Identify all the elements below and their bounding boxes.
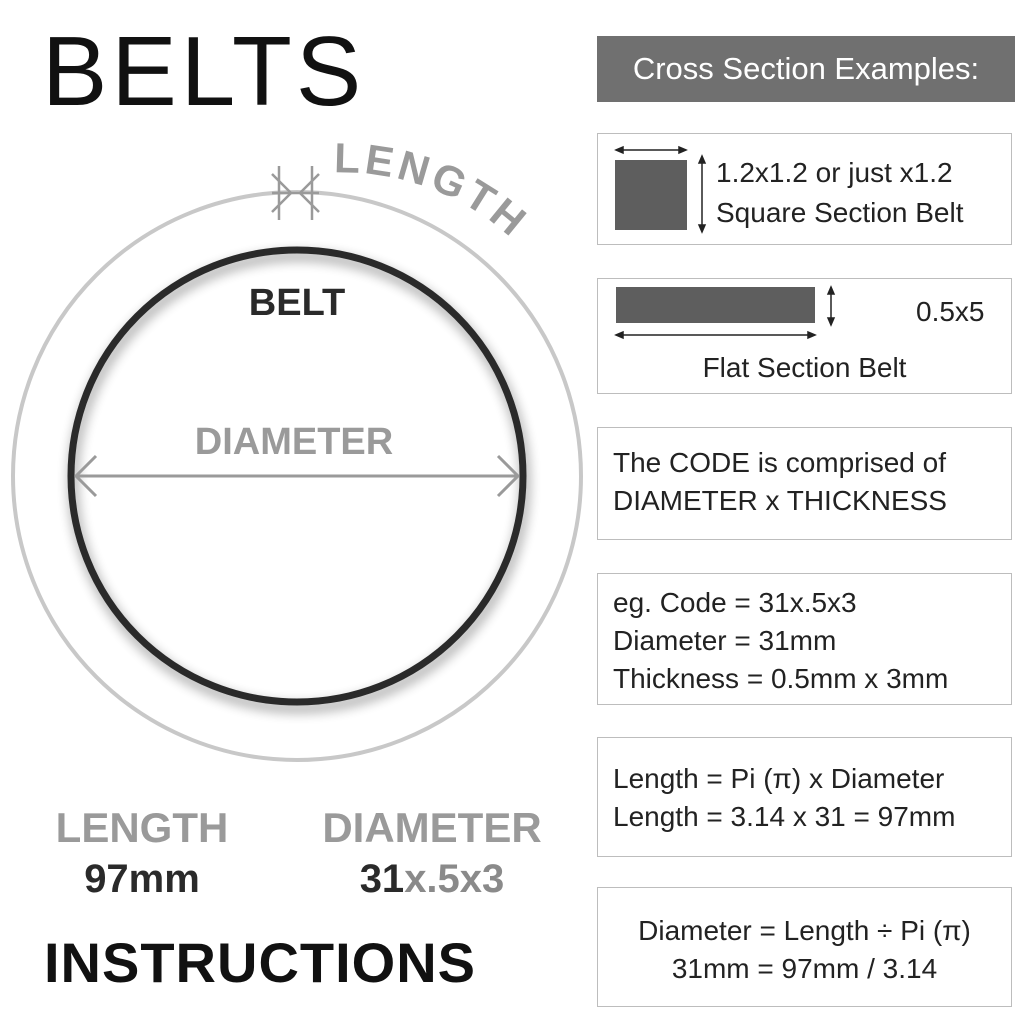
square-swatch xyxy=(615,160,687,230)
flat-size-text: 0.5x5 xyxy=(916,296,985,327)
diameter-formula-box: Diameter = Length ÷ Pi (π) 31mm = 97mm /… xyxy=(597,887,1012,1007)
flat-swatch xyxy=(616,287,815,323)
code-line-2: DIAMETER x THICKNESS xyxy=(613,485,947,516)
diameter-formula-line-2: 31mm = 97mm / 3.14 xyxy=(671,953,938,984)
length-formula-box: Length = Pi (π) x Diameter Length = 3.14… xyxy=(597,737,1012,857)
flat-section-figure xyxy=(614,285,836,340)
flat-section-box: 0.5x5 Flat Section Belt xyxy=(597,278,1012,394)
diameter-label: DIAMETER xyxy=(195,421,393,463)
example-line-1: eg. Code = 31x.5x3 xyxy=(613,587,857,618)
code-example-box: eg. Code = 31x.5x3 Diameter = 31mm Thick… xyxy=(597,573,1012,705)
diameter-summary-label: DIAMETER xyxy=(322,804,542,851)
code-explanation-box: The CODE is comprised of DIAMETER x THIC… xyxy=(597,427,1012,540)
length-summary-label: LENGTH xyxy=(55,804,229,851)
belt-ring xyxy=(67,246,527,706)
square-label-text: Square Section Belt xyxy=(716,197,964,228)
belt-diagram: LENGTH BELT DIAMETER xyxy=(11,140,583,762)
diameter-value-rest: x.5x3 xyxy=(404,857,505,901)
square-section-figure xyxy=(614,145,707,234)
length-summary-value: 97mm xyxy=(84,857,200,901)
instructions-heading: INSTRUCTIONS xyxy=(44,931,476,994)
length-formula-line-1: Length = Pi (π) x Diameter xyxy=(613,763,945,794)
square-size-text: 1.2x1.2 or just x1.2 xyxy=(716,157,953,188)
example-line-3: Thickness = 0.5mm x 3mm xyxy=(613,663,949,694)
cross-section-header: Cross Section Examples: xyxy=(597,36,1015,102)
diameter-arrow xyxy=(73,454,521,498)
diameter-summary-value: 31x.5x3 xyxy=(314,857,550,902)
diameter-formula-line-1: Diameter = Length ÷ Pi (π) xyxy=(638,915,971,946)
code-line-1: The CODE is comprised of xyxy=(613,447,946,478)
square-section-box: 1.2x1.2 or just x1.2 Square Section Belt xyxy=(597,133,1012,245)
example-line-2: Diameter = 31mm xyxy=(613,625,837,656)
length-arc-label: LENGTH xyxy=(334,140,538,247)
belt-label: BELT xyxy=(249,282,345,324)
length-formula-line-2: Length = 3.14 x 31 = 97mm xyxy=(613,801,956,832)
diameter-value-main: 31 xyxy=(359,857,405,901)
page-title: BELTS xyxy=(42,16,366,126)
length-start-marker xyxy=(271,166,320,220)
flat-label-text: Flat Section Belt xyxy=(702,352,907,383)
